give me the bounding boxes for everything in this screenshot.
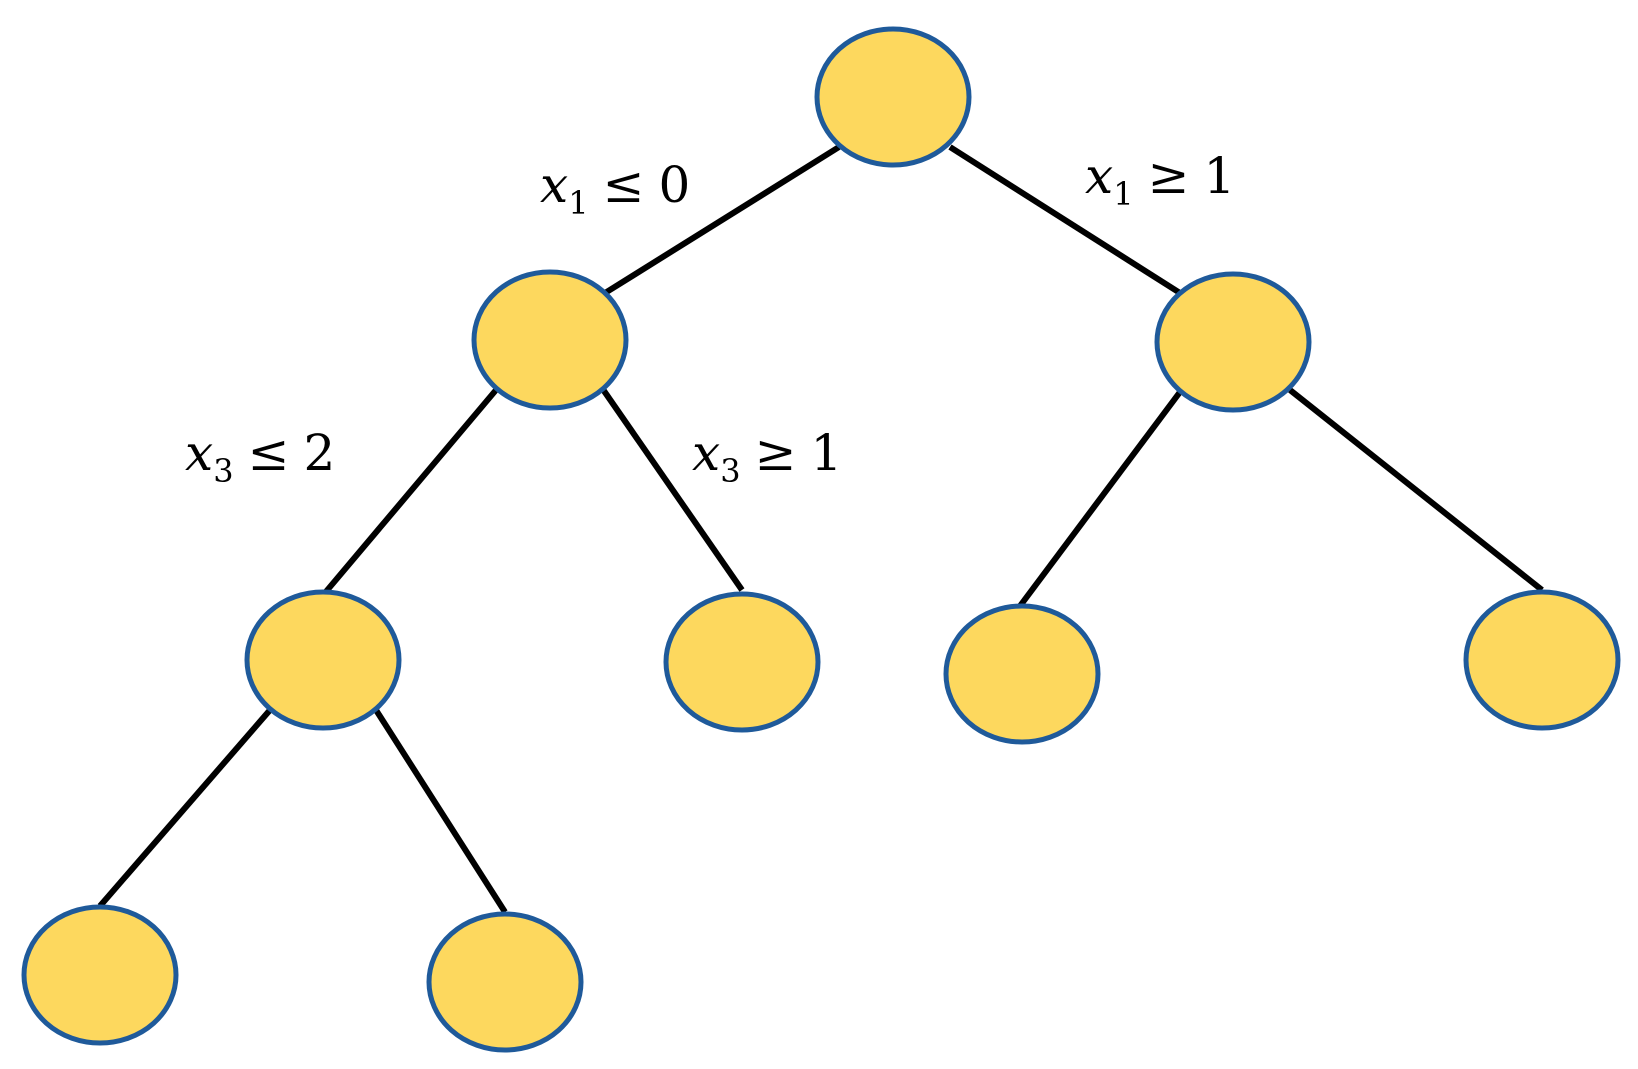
- edge-label-value: 1: [810, 424, 842, 482]
- edge-label-root-R: x1≥1: [1085, 147, 1235, 213]
- edge-label-relation: ≤: [248, 424, 290, 482]
- edge-label-relation: ≤: [603, 156, 645, 214]
- tree-node-RR: [1463, 589, 1621, 731]
- edges-layer: [97, 144, 1544, 914]
- edge-label-variable: x: [185, 424, 213, 482]
- edge-LL-LLR: [373, 708, 508, 914]
- edge-label-subscript: 3: [213, 452, 233, 490]
- edge-root-L: [603, 144, 841, 296]
- edge-label-value: 0: [658, 156, 690, 214]
- edge-label-relation: ≥: [1148, 147, 1190, 205]
- edge-label-subscript: 3: [720, 452, 740, 490]
- edge-L-LR: [599, 386, 745, 592]
- tree-node-LLL: [21, 904, 179, 1046]
- edge-label-L-LR: x3 ≥1: [692, 424, 842, 490]
- tree-node-RL: [943, 603, 1101, 745]
- edge-label-variable: x: [540, 156, 568, 214]
- edge-label-L-LL: x3 ≤2: [185, 424, 335, 490]
- edge-LL-LLL: [97, 708, 273, 908]
- tree-node-LR: [663, 591, 821, 733]
- edge-label-root-L: x1 ≤0: [540, 156, 690, 222]
- edge-label-subscript: 1: [1113, 175, 1133, 213]
- tree-node-root: [814, 26, 972, 168]
- edge-root-R: [948, 144, 1182, 296]
- tree-node-LL: [244, 589, 402, 731]
- tree-node-LLR: [426, 911, 584, 1053]
- edge-label-value: 1: [1203, 147, 1235, 205]
- edge-label-value: 2: [303, 424, 335, 482]
- edge-L-LL: [321, 388, 499, 596]
- edge-label-subscript: 1: [568, 184, 588, 222]
- edge-R-RR: [1288, 387, 1544, 593]
- tree-node-L: [471, 269, 629, 411]
- edge-label-relation: ≥: [755, 424, 797, 482]
- tree-node-R: [1154, 271, 1312, 413]
- edge-R-RL: [1017, 390, 1183, 608]
- edge-label-variable: x: [692, 424, 720, 482]
- edge-label-variable: x: [1085, 147, 1113, 205]
- nodes-layer: [21, 26, 1621, 1053]
